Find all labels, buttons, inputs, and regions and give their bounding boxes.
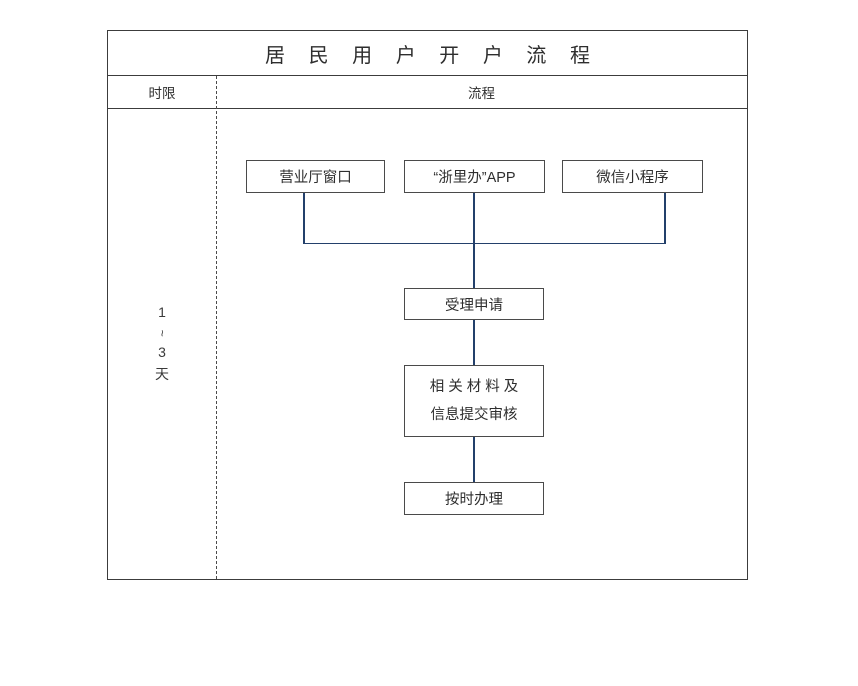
table-header-row: 时限 流程	[108, 76, 747, 109]
page-title: 居 民 用 户 开 户 流 程	[265, 44, 599, 67]
table-title-row: 居 民 用 户 开 户 流 程	[108, 31, 747, 76]
node-zhelban-app[interactable]: “浙里办”APP	[404, 160, 545, 193]
time-limit-cell: 1 ~ 3 天	[108, 109, 216, 579]
node-wechat-miniprogram[interactable]: 微信小程序	[562, 160, 703, 193]
duration-unit: 天	[155, 366, 169, 383]
node-label-line-1: 相关材料及	[429, 378, 523, 395]
node-accept-application[interactable]: 受理申请	[404, 288, 544, 320]
node-label: 受理申请	[445, 297, 503, 314]
column-header-time-limit: 时限	[148, 86, 176, 101]
connector-merge-bar	[303, 242, 665, 245]
connector-app-down	[473, 193, 475, 244]
duration-value-end: 3	[158, 344, 166, 361]
node-submit-materials-review[interactable]: 相关材料及 信息提交审核	[404, 365, 544, 437]
node-label: “浙里办”APP	[433, 170, 516, 186]
connector-window-down	[303, 193, 305, 244]
duration-vertical-text: 1 ~ 3 天	[155, 302, 169, 386]
duration-value-start: 1	[158, 304, 166, 321]
connector-miniprogram-down	[664, 193, 666, 244]
node-label-line-2: 信息提交审核	[430, 407, 518, 423]
connector-materials-to-handle	[473, 437, 475, 482]
column-divider-dashed	[216, 76, 217, 579]
column-header-flow: 流程	[468, 86, 495, 101]
node-label: 营业厅窗口	[279, 170, 352, 186]
node-service-hall-window[interactable]: 营业厅窗口	[246, 160, 385, 193]
node-process-on-time[interactable]: 按时办理	[404, 482, 544, 515]
node-label: 按时办理	[445, 492, 503, 508]
duration-range-tilde: ~	[155, 329, 170, 337]
connector-accept-to-materials	[473, 320, 475, 365]
connector-merge-to-accept	[473, 242, 475, 289]
node-label: 微信小程序	[596, 170, 669, 186]
